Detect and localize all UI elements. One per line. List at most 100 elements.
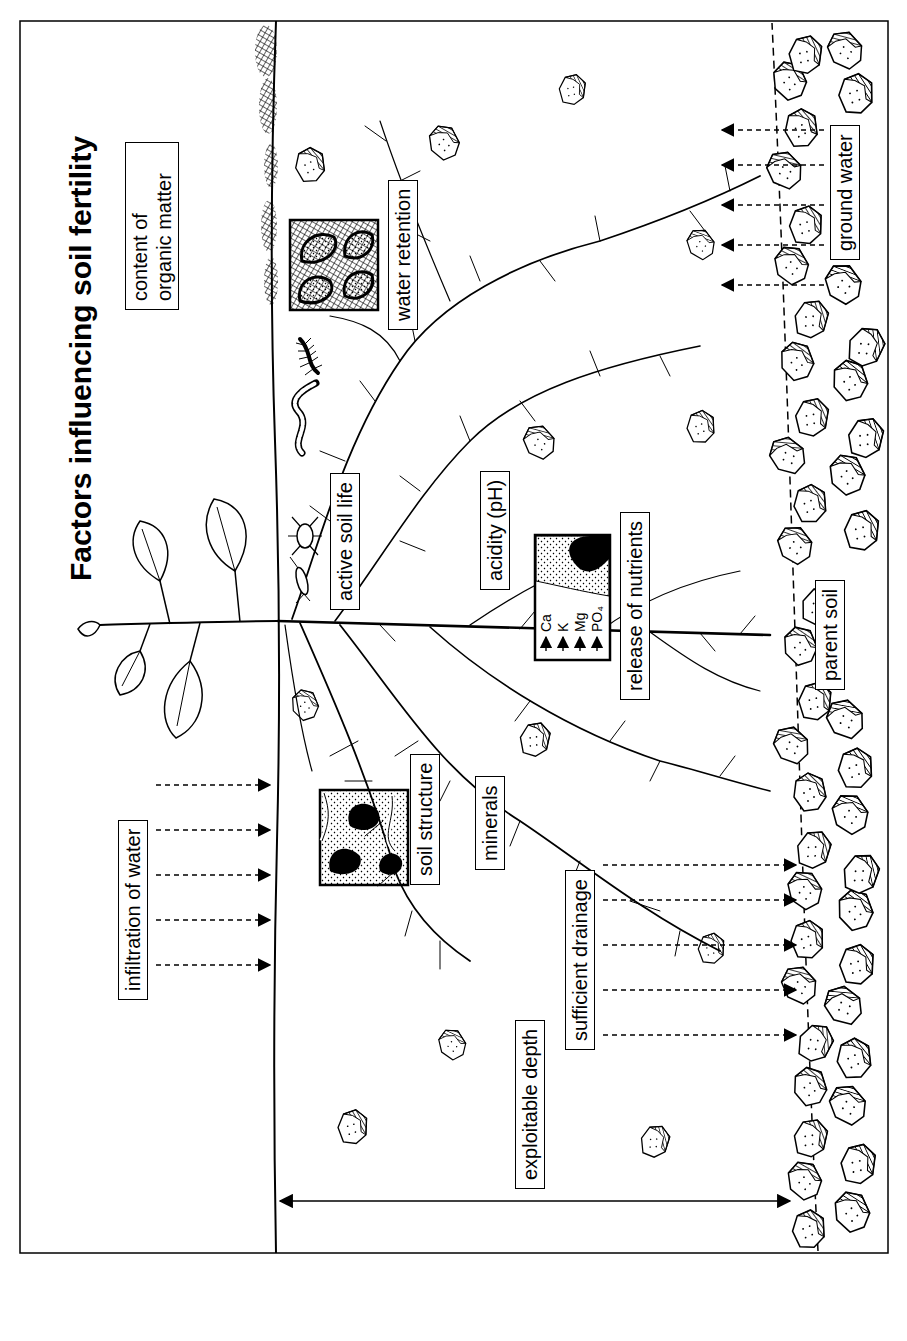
element-symbol: PO₄ [589,605,605,633]
infiltration-arrow [156,874,270,876]
rock [818,979,869,1031]
water-retention-inset [290,220,378,310]
inset-frame [290,220,378,310]
root [340,625,720,951]
inset-frame [535,535,610,660]
rock [290,687,320,721]
label-text: release of nutrients [623,521,647,691]
springtail [294,566,311,596]
rock [840,506,884,554]
litter [264,144,278,188]
label-box: sufficient drainage [565,870,595,1050]
element-symbol: Mg [572,612,588,633]
rock [784,31,827,78]
rock [776,960,823,1009]
rock [824,1079,872,1130]
rock [683,225,719,263]
label-text: infiltration of water [121,829,145,991]
root [285,625,312,771]
rock [781,624,819,667]
label-box: exploitable depth [515,1020,545,1189]
rock [791,825,838,874]
leaf-vein [142,529,160,581]
plant [78,499,278,738]
rock [789,295,835,344]
label-text: soil structure [413,763,437,876]
groundwater-arrow [722,164,824,166]
rock [555,71,589,108]
label-text: water retention [391,189,415,321]
rock [790,1208,828,1251]
root [292,176,760,619]
rock [636,1120,676,1162]
petiole [140,624,150,651]
rock [515,718,556,761]
rock [426,122,463,162]
crumb [344,272,372,298]
rock [335,1107,372,1147]
rock [826,451,868,498]
rock [836,1139,881,1188]
rock [836,71,877,117]
rock [685,408,717,445]
bedrock [761,25,892,1250]
release-arrow [545,637,546,651]
leaf-vein [217,507,235,571]
rock [792,483,829,525]
label-text: parent soil [818,589,842,681]
depth-arrow [280,1200,790,1202]
label-text: active soil life [333,482,357,601]
diagram-title: Factors influencing soil fertility [64,136,98,581]
rock [295,146,327,183]
rock [763,430,812,480]
rock [695,930,728,966]
aggregate [348,804,379,830]
rock [786,203,826,248]
soil-surface [272,21,279,1253]
label-box: minerals [475,776,505,870]
rock [841,321,892,373]
leaf [78,622,100,636]
rock [822,25,869,74]
aggregate [379,854,402,875]
drainage-arrow [603,989,796,991]
label-text: minerals [478,785,502,861]
release-arrow [562,637,563,651]
crumb [301,234,335,262]
taproot [278,621,770,635]
aggregate [329,849,361,874]
rock [773,521,818,569]
drainage-arrow [603,944,796,946]
rock [836,941,879,988]
nutrient-inset [535,535,610,660]
crumb [299,277,331,303]
earthworm-body [295,383,316,453]
element-symbol: K [555,622,571,633]
infiltration-arrow [156,784,270,786]
rock [789,1114,834,1162]
label-text: content of organic matter [128,151,176,301]
label-box: acidity (pH) [480,471,510,590]
label-box: water retention [388,180,418,330]
rock [435,1025,469,1062]
rock [790,394,834,441]
label-text: exploitable depth [518,1029,542,1180]
mite-legs [288,517,322,555]
label-box: infiltration of water [118,820,148,1000]
groundwater-arrow [722,284,824,286]
root [650,632,760,691]
rock [783,866,826,913]
infiltration-arrow [156,919,270,921]
leaf [206,499,246,571]
label-box: active soil life [330,473,360,610]
leaf [115,651,145,695]
rock [788,918,827,962]
root-hair [515,701,735,781]
rock [518,420,560,464]
rock [761,145,808,194]
rock [791,1018,840,1068]
label-box: release of nutrients [620,512,650,700]
stem [100,621,278,625]
soil-structure-inset [320,790,408,885]
